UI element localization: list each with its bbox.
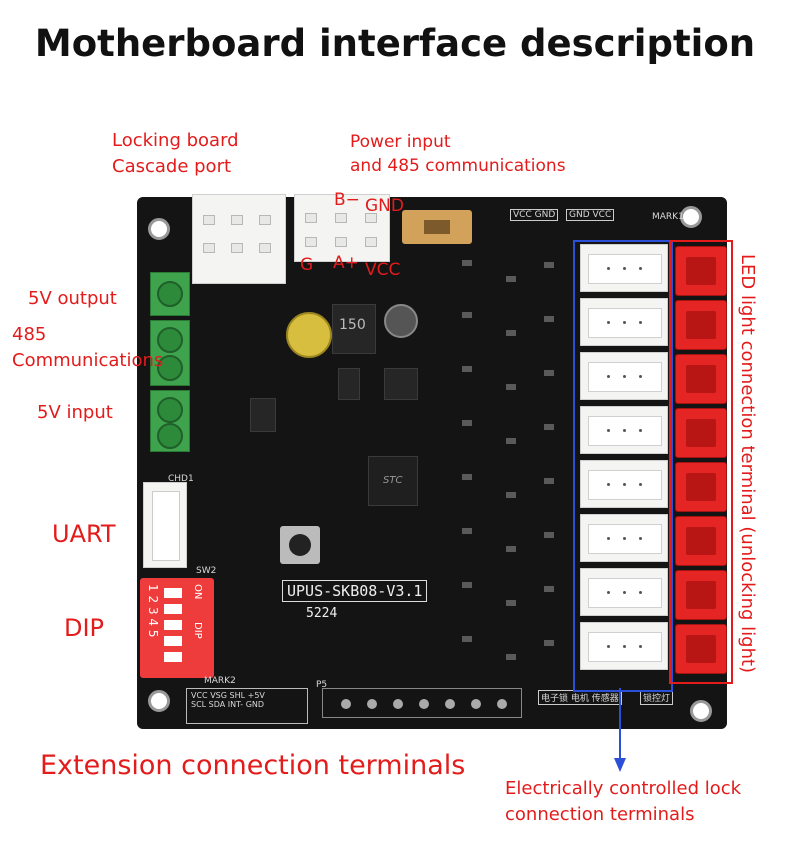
lock-connector-1[interactable]	[580, 244, 668, 292]
mount-hole	[148, 690, 170, 712]
led-connector-4[interactable]	[675, 408, 727, 458]
led-connector-3[interactable]	[675, 354, 727, 404]
lock-connector-6[interactable]	[580, 514, 668, 562]
gnd-label: GND	[365, 196, 404, 216]
power-input-label: Power input and 485 communications	[350, 132, 566, 176]
silk-sw2: SW2	[196, 566, 217, 576]
led-connector-6[interactable]	[675, 516, 727, 566]
reset-button[interactable]	[280, 526, 320, 564]
mount-hole	[148, 218, 170, 240]
dip-numbers: 1 2 3 4 5	[146, 584, 160, 638]
uart-connector[interactable]	[143, 482, 187, 568]
cascade-port-connector[interactable]	[192, 194, 286, 284]
dip-label: DIP	[64, 614, 105, 642]
capacitor-small	[384, 304, 418, 338]
mount-hole	[680, 206, 702, 228]
extension-terminals-label: Extension connection terminals	[40, 750, 466, 781]
silk-p5: P5	[316, 680, 328, 690]
lock-connector-2[interactable]	[580, 298, 668, 346]
power-485-connector[interactable]	[294, 194, 390, 262]
silk-bottom-led: 锁控灯	[640, 690, 674, 705]
5v-output-terminal[interactable]	[150, 272, 190, 316]
a-plus-label: A+	[333, 253, 359, 273]
ext-pin-labels: VCC VSG SHL +5V SCL SDA INT- GND	[186, 688, 308, 724]
ic-chip	[250, 398, 276, 432]
led-connector-8[interactable]	[675, 624, 727, 674]
485-comm-label: 485 Communications	[12, 324, 164, 371]
b-minus-label: B−	[334, 190, 360, 210]
extension-pads[interactable]	[322, 688, 522, 718]
lock-terminals-label: Electrically controlled lock connection …	[505, 778, 742, 825]
led-connector-5[interactable]	[675, 462, 727, 512]
5v-input-terminal[interactable]	[150, 390, 190, 452]
mount-hole	[690, 700, 712, 722]
485-terminal[interactable]	[150, 320, 190, 386]
lock-arrow-icon	[614, 688, 626, 772]
locking-board-label: Locking board Cascade port	[112, 130, 239, 177]
g-label: G	[300, 255, 314, 275]
silk-mark2: MARK2	[204, 676, 236, 686]
silk-chd1: CHD1	[168, 474, 194, 484]
led-terminal-label: LED light connection terminal (unlocking…	[737, 254, 758, 674]
uart-label: UART	[52, 520, 116, 548]
mcu-chip: STC	[368, 456, 418, 506]
lock-connector-4[interactable]	[580, 406, 668, 454]
lock-connector-8[interactable]	[580, 622, 668, 670]
led-connector-1[interactable]	[675, 246, 727, 296]
silk-vcc-gnd: VCC GND	[510, 209, 559, 221]
silk-gnd-vcc: GND VCC	[566, 209, 615, 221]
page-title: Motherboard interface description	[34, 22, 756, 65]
fuse	[402, 210, 472, 244]
vcc-label: VCC	[365, 260, 401, 280]
dip-switch[interactable]: 1 2 3 4 5 ON DIP	[140, 578, 214, 678]
lock-connector-3[interactable]	[580, 352, 668, 400]
board-model: UPUS-SKB08-V3.1	[282, 580, 428, 602]
led-connector-2[interactable]	[675, 300, 727, 350]
transistor	[338, 368, 360, 400]
lock-connector-7[interactable]	[580, 568, 668, 616]
5v-output-label: 5V output	[28, 288, 117, 309]
led-terminals-highlight	[669, 240, 733, 684]
inductor: 150	[332, 304, 376, 354]
lock-connector-5[interactable]	[580, 460, 668, 508]
silk-mark1: MARK1	[652, 212, 684, 222]
led-connector-7[interactable]	[675, 570, 727, 620]
capacitor	[286, 312, 332, 358]
lock-terminals-highlight	[573, 240, 673, 692]
5v-input-label: 5V input	[37, 402, 113, 423]
regulator-chip	[384, 368, 418, 400]
board-code: 5224	[306, 606, 338, 621]
